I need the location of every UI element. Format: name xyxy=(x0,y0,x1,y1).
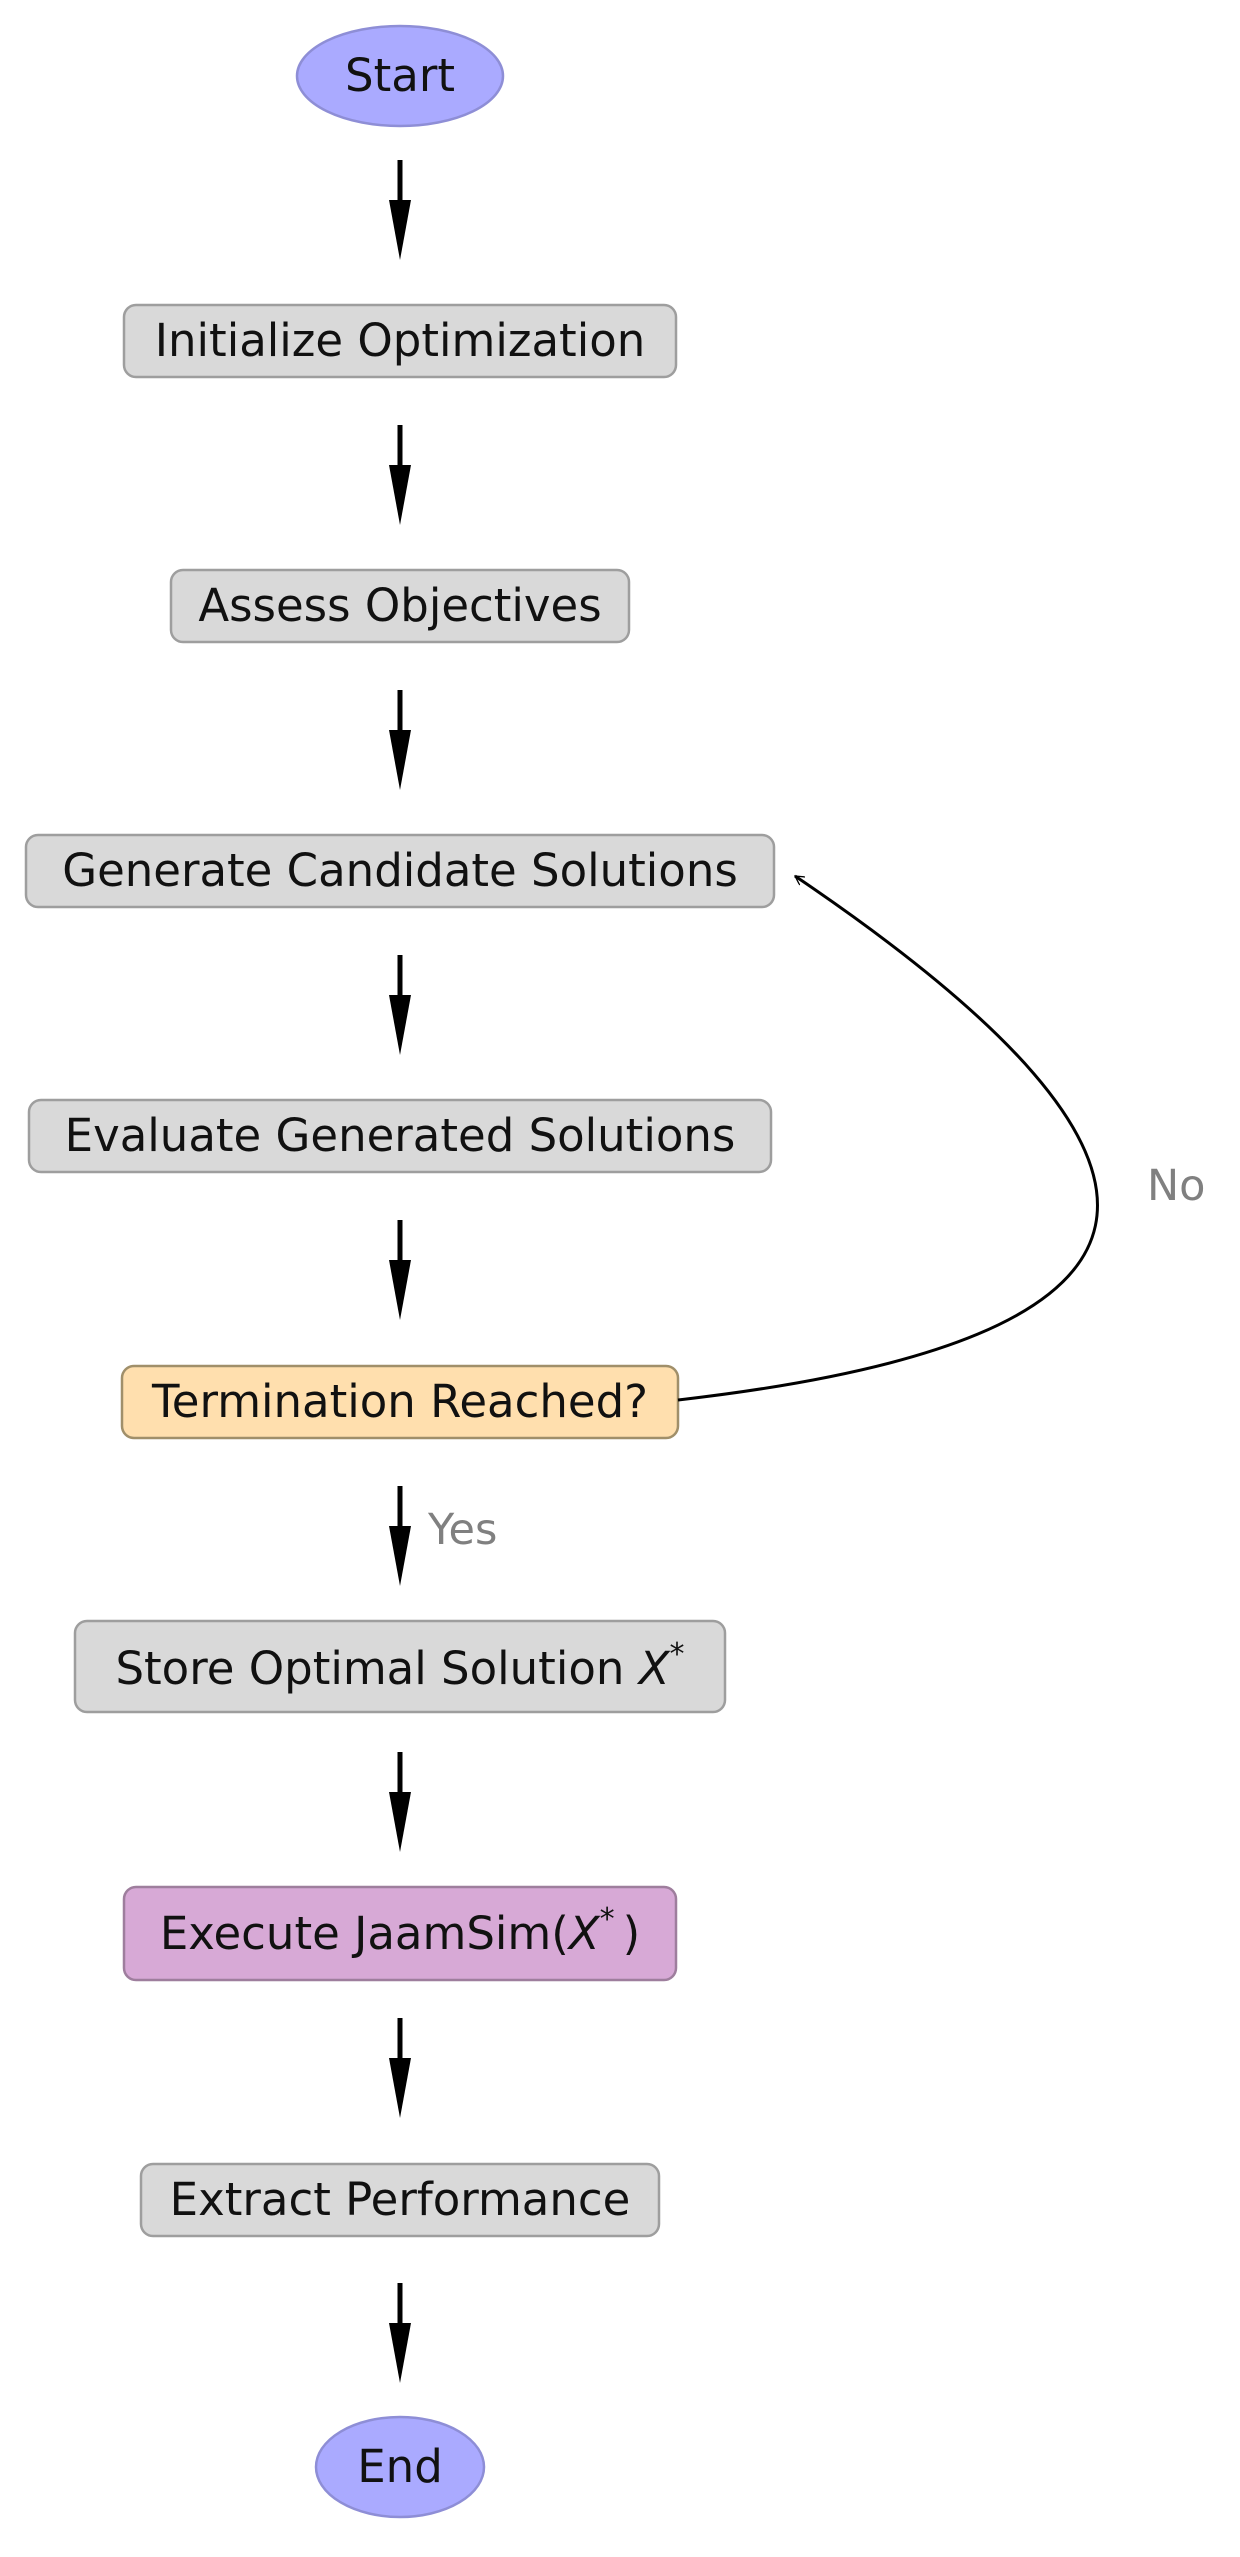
assess-node: Assess Objectives xyxy=(169,568,631,644)
arrow-evaluate-to-termination xyxy=(389,1220,411,1320)
evaluate-node: Evaluate Generated Solutions xyxy=(27,1098,773,1174)
generate-label: Generate Candidate Solutions xyxy=(62,844,738,897)
generate-node: Generate Candidate Solutions xyxy=(24,833,776,909)
evaluate-label: Evaluate Generated Solutions xyxy=(65,1109,736,1162)
store-label: Store Optimal Solution X* xyxy=(115,1637,684,1695)
start-node: Start xyxy=(295,24,505,128)
execute-jaamsim-node: Execute JaamSim(X*) xyxy=(122,1885,678,1982)
termination-label: Termination Reached? xyxy=(151,1375,648,1428)
termination-decision-node: Termination Reached? xyxy=(120,1364,680,1440)
store-solution-node: Store Optimal Solution X* xyxy=(73,1619,727,1714)
start-label: Start xyxy=(345,49,455,102)
no-label: No xyxy=(1147,1161,1205,1211)
initialize-node: Initialize Optimization xyxy=(122,303,678,379)
initialize-label: Initialize Optimization xyxy=(155,314,646,367)
end-label: End xyxy=(357,2440,443,2493)
assess-label: Assess Objectives xyxy=(198,579,601,632)
yes-label: Yes xyxy=(427,1505,497,1555)
arrow-store-to-execute xyxy=(389,1752,411,1852)
arrow-initialize-to-assess xyxy=(389,425,411,525)
execute-label: Execute JaamSim(X*) xyxy=(160,1902,640,1960)
arrow-extract-to-end xyxy=(389,2283,411,2383)
arrow-generate-to-evaluate xyxy=(389,955,411,1055)
arrow-assess-to-generate xyxy=(389,690,411,790)
extract-performance-node: Extract Performance xyxy=(139,2162,661,2238)
arrow-execute-to-extract xyxy=(389,2018,411,2118)
arrow-no-loop: No xyxy=(677,874,1205,1402)
arrow-start-to-initialize xyxy=(389,160,411,260)
extract-label: Extract Performance xyxy=(170,2173,631,2226)
end-node: End xyxy=(314,2415,486,2519)
arrow-yes: Yes xyxy=(389,1486,497,1586)
